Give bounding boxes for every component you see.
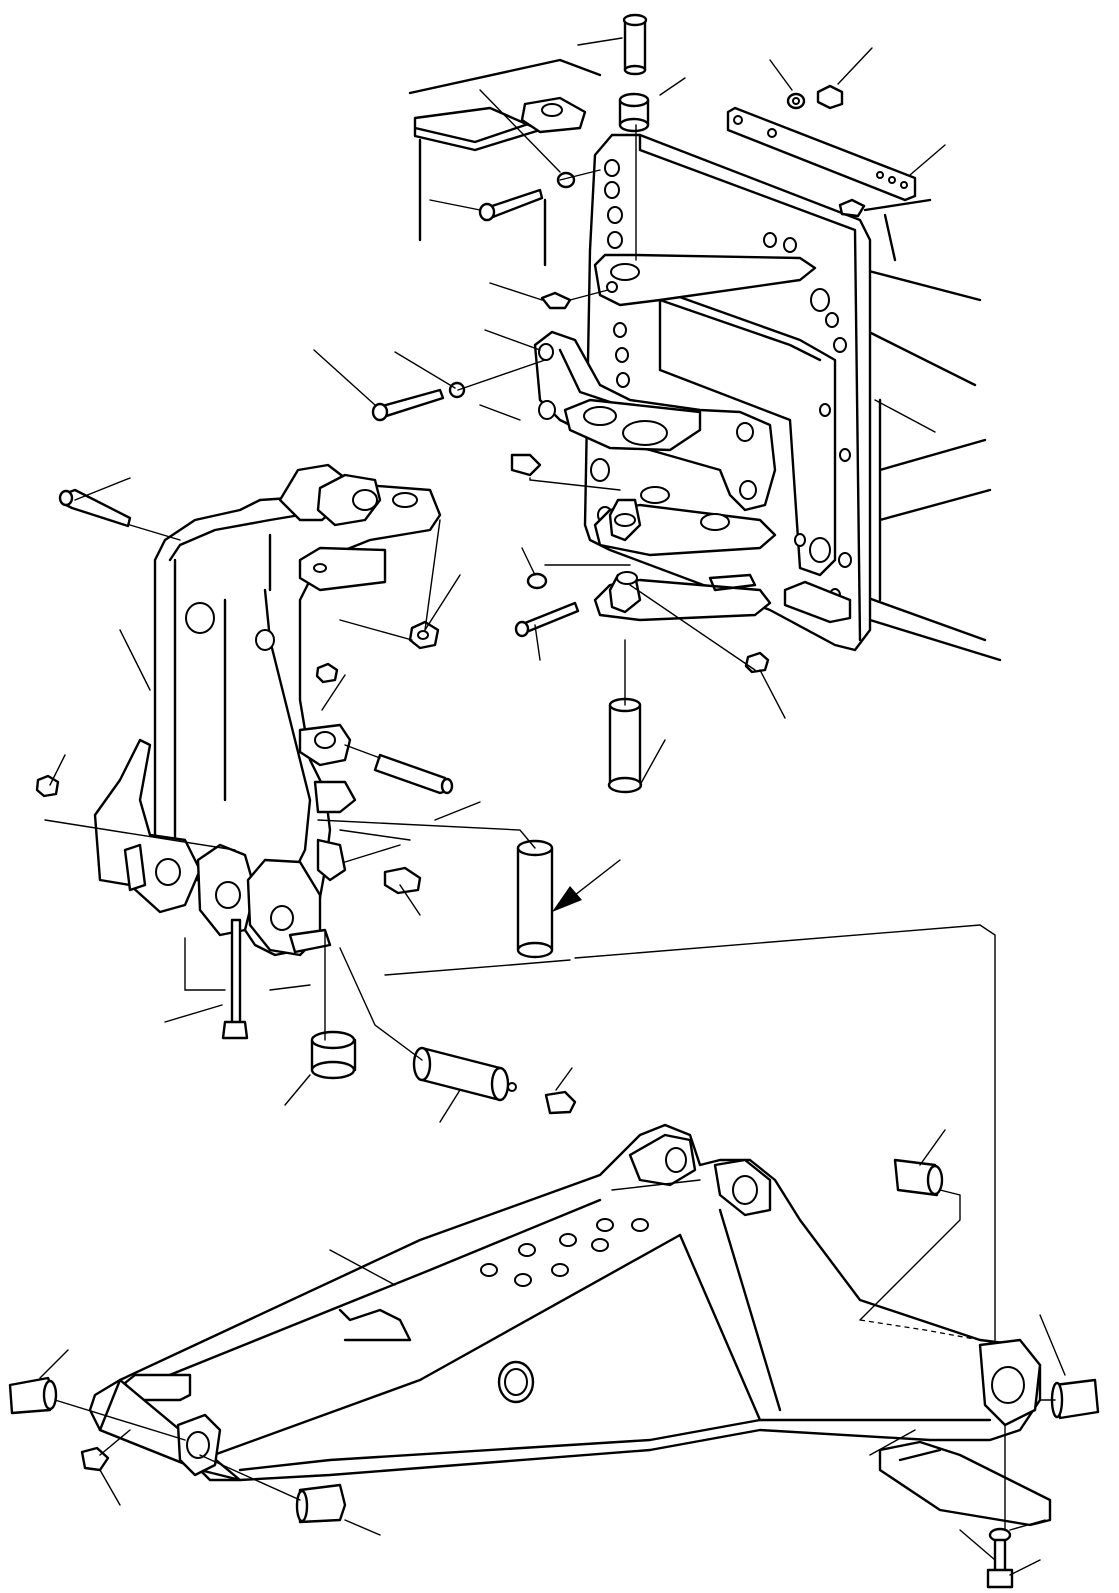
upper-pivot-arm (593, 253, 817, 307)
lower-pivot-arms (593, 486, 777, 622)
swing-post-hardware (35, 488, 454, 1040)
swing-post (93, 463, 442, 957)
post-top-block (298, 546, 387, 592)
direction-arrow-icon (552, 859, 621, 912)
stabilizer-plate (878, 1440, 1052, 1527)
swing-link-cradle (533, 330, 777, 512)
leader-lines (39, 37, 1066, 1576)
swing-bracket-plate (583, 106, 917, 652)
boom-hardware (8, 1158, 1100, 1589)
boom (88, 1123, 1042, 1482)
frame-step-plate (413, 106, 542, 152)
kingpins (516, 13, 650, 959)
swing-post-bushings (310, 1030, 577, 1115)
boom-lightening-holes (480, 1218, 649, 1287)
